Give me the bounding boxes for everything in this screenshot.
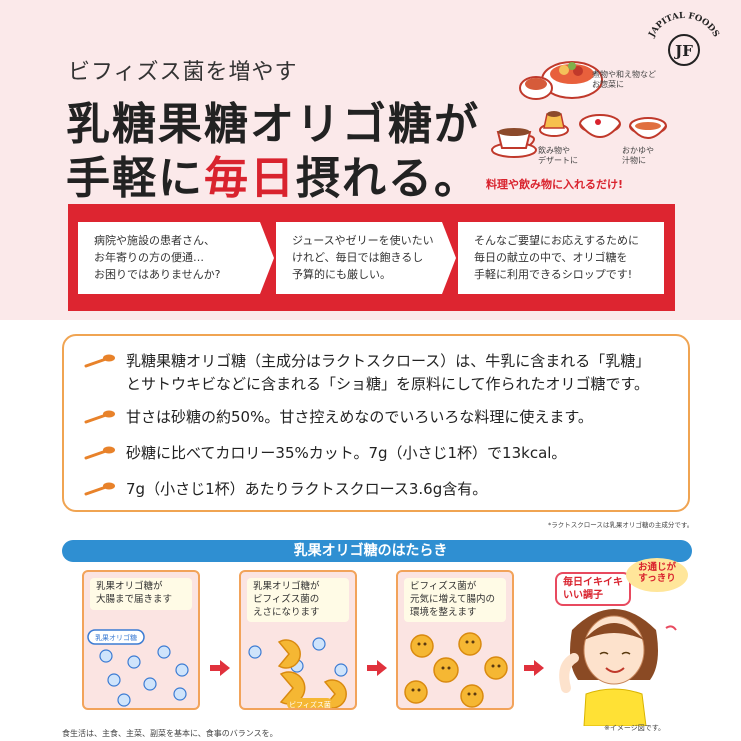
pudding-icon — [539, 111, 569, 137]
step-1-label: 乳果オリゴ糖が大腸まで届きます — [90, 578, 192, 610]
side-dish-icon — [519, 76, 553, 100]
spoon-icon — [84, 446, 115, 460]
coffee-cup-icon — [491, 128, 537, 158]
person-tag: 毎日イキイキいい調子 — [555, 572, 631, 606]
headline-accent: 毎日 — [204, 153, 296, 204]
arrow-right-icon — [367, 660, 387, 676]
arrow-right-icon — [524, 660, 544, 676]
step-3: ビフィズス菌が元気に増えて腸内の環境を整えます — [396, 570, 514, 710]
step-3-label: ビフィズス菌が元気に増えて腸内の環境を整えます — [404, 578, 506, 623]
step-1: 乳果オリゴ糖が大腸まで届きます 乳果オリゴ糖 — [82, 570, 200, 710]
solution-card: そんなご要望にお応えするために毎日の献立の中で、オリゴ糖を手軽に利用できるシロッ… — [458, 222, 664, 294]
spoon-icon — [84, 354, 115, 368]
feature-item-4: 7g（小さじ1杯）あたりラクトスクロース3.6g含有。 — [84, 478, 487, 501]
food-illustrations — [491, 61, 667, 158]
subtitle: ビフィズス菌を増やす — [68, 60, 298, 85]
headline-line2: 手軽に毎日摂れる。 — [66, 142, 480, 206]
bifidobacteria-eating-icon: ビフィズス菌 — [248, 637, 348, 709]
porridge-bowl-icon — [579, 114, 621, 138]
feature-item-1: 乳糖果糖オリゴ糖（主成分はラクトスクロース）は、牛乳に含まれる「乳糖」とサトウキ… — [84, 350, 650, 397]
headline-line2-post: 摂れる。 — [296, 153, 480, 204]
happy-woman-illustration — [559, 609, 677, 726]
arrow-right-icon — [210, 660, 230, 676]
happy-bacteria-icon — [404, 632, 508, 708]
logo-initials: JF — [673, 42, 693, 60]
chevron-right-icon — [260, 222, 274, 294]
step-2-label: 乳果オリゴ糖がビフィズス菌のえさになります — [247, 578, 349, 623]
feature-item-3: 砂糖に比べてカロリー35%カット。7g（小さじ1杯）で13kcal。 — [84, 442, 566, 465]
food-label-porridge: おかゆや汁物に — [622, 146, 654, 165]
feature-box — [62, 334, 690, 512]
food-label-simmered: 煮物や和え物などお惣菜に — [592, 70, 656, 89]
footnote: *ラクトスクロースは乳果オリゴ糖の主成分です。 — [548, 521, 694, 529]
problem-card-1: 病院や施設の患者さん、お年寄りの方の便通…お困りではありませんか? — [78, 222, 260, 294]
step-2: 乳果オリゴ糖がビフィズス菌のえさになります ビフィズス菌 — [239, 570, 357, 710]
headline-line1: 乳糖果糖オリゴ糖が — [66, 99, 480, 150]
spoon-icon — [84, 410, 115, 424]
feature-item-2: 甘さは砂糖の約50%。甘さ控えめなのでいろいろな料理に使えます。 — [84, 406, 593, 429]
section-banner — [62, 540, 692, 562]
soup-bowl-icon — [629, 117, 667, 139]
section-title: 乳果オリゴ糖のはたらき — [293, 543, 448, 559]
svg-text:乳果オリゴ糖: 乳果オリゴ糖 — [95, 633, 137, 642]
food-tagline: 料理や飲み物に入れるだけ! — [486, 178, 624, 191]
chevron-right-icon — [442, 222, 456, 294]
problem-card-2: ジュースやゼリーを使いたいけれど、毎日では飽きるし予算的にも厳しい。 — [276, 222, 442, 294]
svg-text:ビフィズス菌: ビフィズス菌 — [289, 700, 331, 709]
image-note: ※イメージ図です。 — [604, 724, 666, 732]
japital-foods-logo: JAPITAL FOODS JF — [647, 11, 721, 66]
bottom-note: 食生活は、主食、主菜、副菜を基本に、食事のバランスを。 — [62, 729, 278, 738]
speech-bubble: お通じがすっきり — [626, 558, 688, 592]
food-label-drink: 飲み物やデザートに — [538, 146, 578, 165]
spoon-icon — [84, 482, 115, 496]
headline-line2-pre: 手軽に — [66, 153, 204, 204]
oligo-molecules-icon: 乳果オリゴ糖 — [87, 629, 189, 707]
